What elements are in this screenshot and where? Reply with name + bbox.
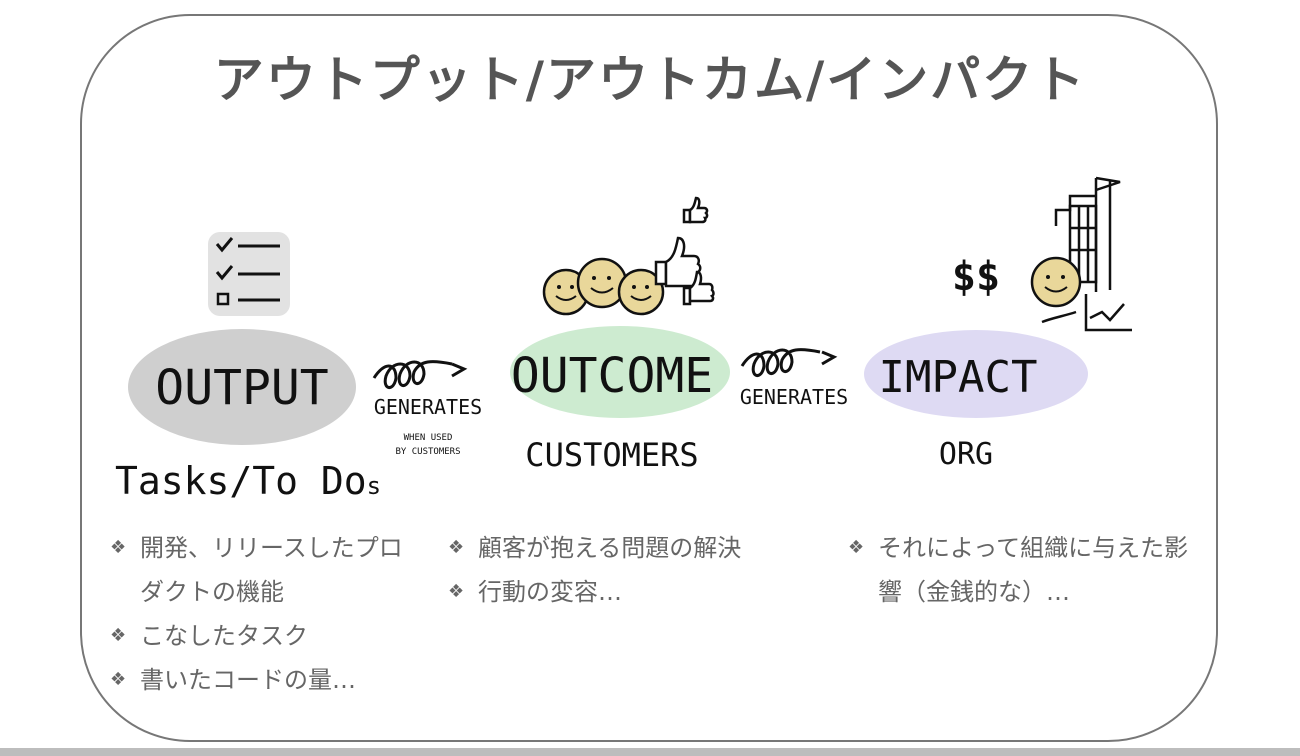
list-item: ❖それによって組織に与えた影響（金銭的な）… [848,526,1198,614]
outcome-label: OUTCOME [511,348,713,404]
list-item: ❖書いたコードの量… [110,658,410,702]
connector-2-label: GENERATES [740,385,848,409]
bullet-icon: ❖ [448,581,465,602]
smiley-face-icon [1030,256,1082,308]
bottom-rule [0,748,1300,756]
output-bullet-list: ❖開発、リリースしたプロダクトの機能 ❖こなしたタスク ❖書いたコードの量… [110,526,410,702]
bullet-icon: ❖ [110,537,127,558]
rounded-frame [80,14,1218,742]
impact-sub: ORG [939,437,993,472]
output-label: OUTPUT [155,360,328,416]
list-item: ❖行動の変容… [448,570,808,614]
impact-label: IMPACT [879,352,1038,403]
bullet-icon: ❖ [848,537,865,558]
checklist-icon [208,232,290,316]
connector-1-label: GENERATES [374,395,482,419]
output-sub: Tasks/To Dos [115,459,381,503]
list-item: ❖開発、リリースしたプロダクトの機能 [110,526,410,614]
list-item: ❖こなしたタスク [110,614,410,658]
growth-chart-icon [1041,294,1132,332]
dollar-sign-icon: $$ [952,254,1000,300]
bullet-icon: ❖ [448,537,465,558]
output-blob [128,329,356,445]
outcome-sub: CUSTOMERS [525,436,698,474]
slide-title: アウトプット/アウトカム/インパクト [213,51,1087,109]
connector-1-note2: BY CUSTOMERS [395,447,460,457]
thumbs-up-icon [654,196,715,306]
impact-blob [864,330,1088,418]
connector-arrow-1 [372,360,468,389]
bullet-icon: ❖ [110,625,127,646]
building-flag-icon [1054,176,1121,292]
list-item: ❖顧客が抱える問題の解決 [448,526,808,570]
impact-bullet-list: ❖それによって組織に与えた影響（金銭的な）… [848,526,1198,614]
connector-arrow-2 [740,348,838,377]
outcome-bullet-list: ❖顧客が抱える問題の解決 ❖行動の変容… [448,526,808,614]
bullet-icon: ❖ [110,669,127,690]
smiley-faces-icon [542,257,665,316]
connector-1-note1: WHEN USED [404,433,453,443]
outcome-blob [510,326,730,418]
